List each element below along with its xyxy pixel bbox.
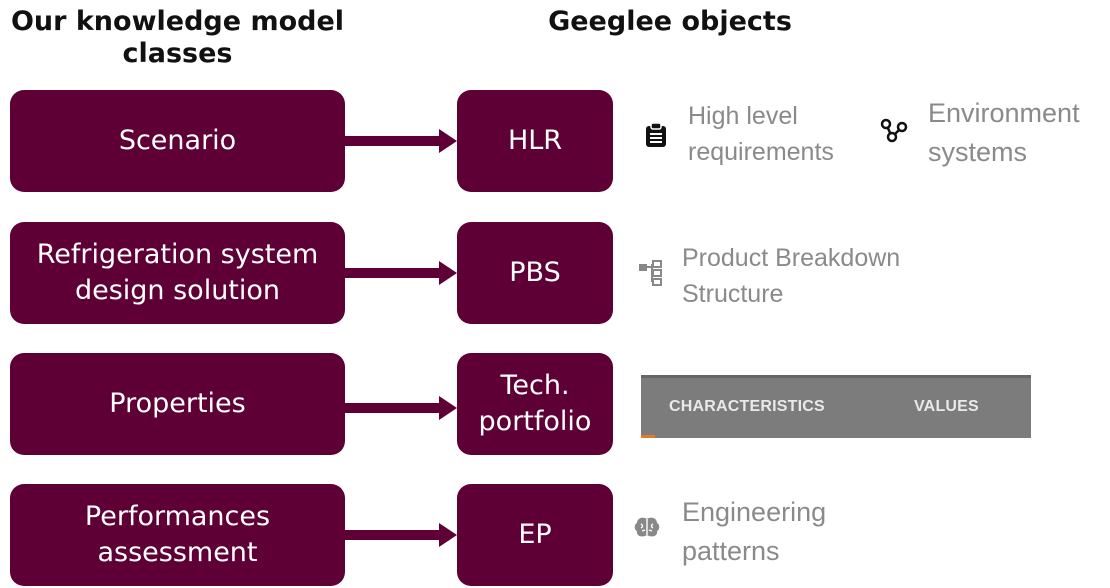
- graph-nodes-icon: [880, 118, 908, 143]
- heading-geeglee-objects: Geeglee objects: [548, 6, 792, 37]
- description-high-level-requirements: High level requirements: [688, 98, 834, 171]
- description-line: Product Breakdown: [682, 244, 901, 272]
- description-line: systems: [928, 137, 1028, 168]
- object-label: HLR: [507, 124, 563, 156]
- description-line: Engineering: [682, 497, 827, 527]
- arrow-refrigeration-to-pbs: [345, 261, 457, 285]
- object-ep: EP: [457, 484, 613, 586]
- object-label: EP: [518, 518, 552, 550]
- model-class-label: Scenario: [118, 124, 237, 156]
- model-class-label: Properties: [109, 387, 246, 419]
- arrow-performances-to-ep: [345, 523, 457, 547]
- description-line: patterns: [682, 536, 780, 567]
- model-class-performances-assessment: Performances assessment: [10, 484, 345, 586]
- brain-icon: [634, 517, 660, 537]
- object-label-line2: portfolio: [478, 406, 592, 437]
- tree-structure-icon: [639, 260, 662, 286]
- arrow-scenario-to-hlr: [345, 129, 457, 153]
- model-class-label-line2: assessment: [97, 537, 258, 568]
- description-line: Structure: [682, 280, 784, 309]
- description-product-breakdown-structure: Product Breakdown Structure: [682, 240, 900, 313]
- model-class-refrigeration-system-design-solution: Refrigeration system design solution: [10, 222, 345, 324]
- heading-knowledge-model-classes: Our knowledge model classes: [10, 6, 345, 70]
- model-class-label-line1: Refrigeration system: [36, 238, 319, 270]
- description-line: requirements: [688, 138, 834, 167]
- description-environment-systems: Environment systems: [928, 94, 1080, 172]
- characteristics-values-table-header: CHARACTERISTICS VALUES: [641, 375, 1031, 438]
- model-class-label-line2: design solution: [74, 275, 281, 306]
- table-column-values: VALUES: [914, 398, 979, 415]
- model-class-properties: Properties: [10, 353, 345, 455]
- model-class-label-line1: Performances: [84, 500, 271, 532]
- object-label: PBS: [509, 256, 561, 288]
- object-label-line1: Tech.: [500, 369, 570, 401]
- object-tech-portfolio: Tech. portfolio: [457, 353, 613, 455]
- clipboard-icon: [646, 122, 666, 147]
- table-tab-accent: [641, 435, 655, 438]
- model-class-scenario: Scenario: [10, 90, 345, 192]
- table-column-characteristics: CHARACTERISTICS: [669, 398, 825, 415]
- object-hlr: HLR: [457, 90, 613, 192]
- description-line: High level: [688, 102, 798, 130]
- description-line: Environment: [928, 98, 1080, 128]
- object-pbs: PBS: [457, 222, 613, 324]
- arrow-properties-to-tech-portfolio: [345, 396, 457, 420]
- description-engineering-patterns: Engineering patterns: [682, 493, 826, 571]
